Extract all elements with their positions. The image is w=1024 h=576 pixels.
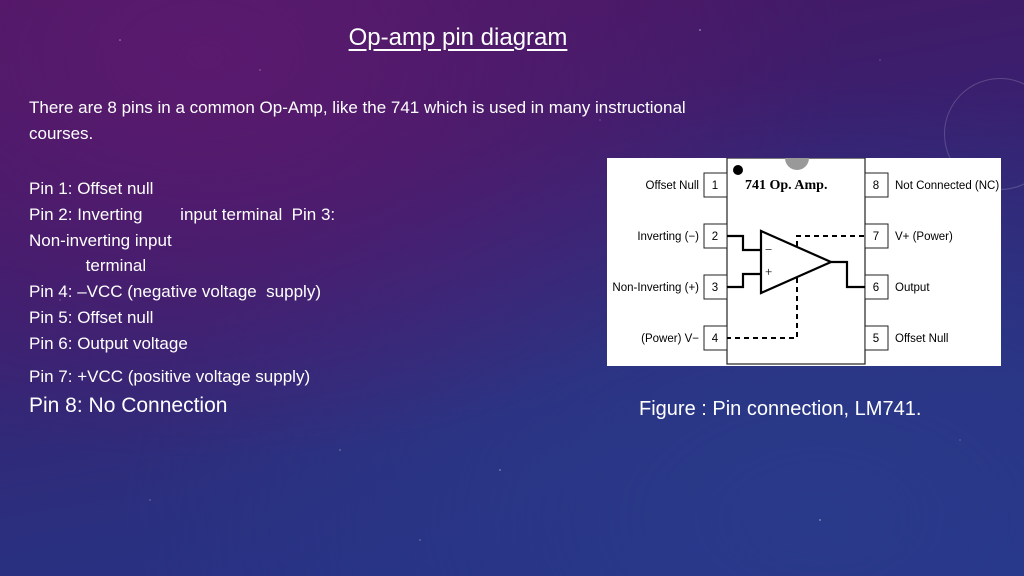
slide-title: Op-amp pin diagram: [348, 24, 568, 51]
intro-paragraph: There are 8 pins in a common Op-Amp, lik…: [29, 98, 686, 143]
pin-label-8: Not Connected (NC): [895, 180, 999, 192]
plus-sign: +: [765, 264, 772, 279]
pin-num-7: 7: [873, 231, 879, 243]
pin-label-7: V+ (Power): [895, 231, 953, 243]
pin-box-5: [864, 325, 889, 351]
pin-num-1: 1: [712, 180, 718, 192]
pin-num-8: 8: [873, 180, 879, 192]
pin-label-1: Offset Null: [646, 180, 699, 192]
pin-label-6: Output: [895, 282, 930, 294]
minus-sign: −: [765, 242, 772, 257]
pin-label-2: Inverting (−): [637, 231, 699, 243]
pin-box-1: [703, 172, 728, 198]
pin-line: Pin 1: Offset null: [29, 179, 154, 198]
pin-num-5: 5: [873, 333, 879, 345]
pin-line: terminal: [29, 256, 147, 276]
pin-line: Pin 6: Output voltage: [29, 333, 188, 353]
pin8-line: Pin 8: No Connection: [29, 394, 228, 417]
pin-line: Pin 2: Inverting input terminal Pin 3:: [29, 204, 336, 224]
figure-caption: Figure : Pin connection, LM741.: [639, 398, 922, 420]
circuit-wires: [727, 234, 865, 289]
pin-line: Pin 4: –VCC (negative voltage supply): [29, 282, 321, 302]
pin-num-3: 3: [712, 282, 718, 294]
pin-diagram-figure: 741 Op. Amp. 1 Offset Null 2 Inverting (…: [607, 158, 1001, 366]
pin-label-4: (Power) V−: [641, 333, 699, 345]
pin-label-3: Non-Inverting (+): [612, 282, 699, 294]
chip-label: 741 Op. Amp.: [745, 178, 827, 193]
pin-box-8: [864, 172, 889, 198]
pin-list: Pin 1: Offset null Pin 2: Inverting inpu…: [29, 176, 429, 357]
pin-line: Pin 5: Offset null: [29, 307, 154, 327]
chip-notch: [785, 158, 809, 170]
pin-label-5: Offset Null: [895, 333, 948, 345]
pin7-line: Pin 7: +VCC (positive voltage supply): [29, 367, 311, 386]
pin-num-6: 6: [873, 282, 879, 294]
pin-line: Non-inverting input: [29, 230, 172, 250]
pin-box-7: [864, 223, 889, 249]
pin1-dot: [733, 165, 743, 175]
opamp-triangle: [759, 229, 834, 295]
pin-num-4: 4: [712, 333, 719, 345]
pin-num-2: 2: [712, 231, 718, 243]
power-dashed-lines: [727, 235, 865, 339]
